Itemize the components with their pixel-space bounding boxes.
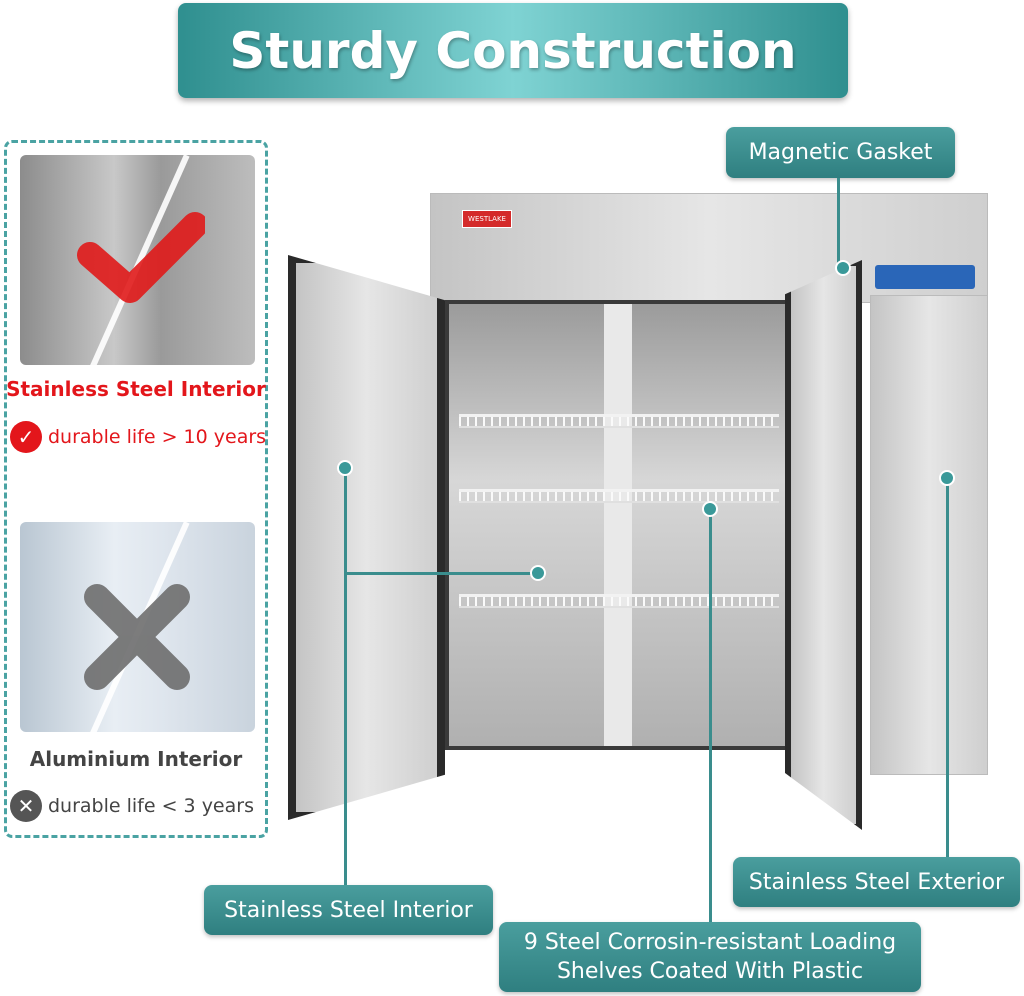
callout-stainless-exterior: Stainless Steel Exterior (733, 857, 1020, 907)
leader-line (344, 572, 538, 575)
marker-dot (702, 501, 718, 517)
leader-line (344, 468, 347, 885)
cross-icon: ✕ (10, 790, 42, 822)
good-durability-text: durable life > 10 years (48, 426, 267, 448)
bad-durability-row: ✕ durable life < 3 years (10, 790, 254, 822)
callout-shelves-line2: Shelves Coated With Plastic (556, 959, 864, 984)
bad-material-label: Aluminium Interior (29, 747, 243, 771)
marker-dot (939, 470, 955, 486)
marker-dot (530, 565, 546, 581)
stainless-interior-photo (20, 155, 255, 365)
left-door (288, 255, 445, 820)
callout-stainless-interior: Stainless Steel Interior (204, 885, 493, 935)
cross-mark-icon (84, 584, 190, 690)
comparison-panel (4, 140, 268, 838)
brand-badge: WESTLAKE (462, 210, 512, 228)
right-cabinet (870, 295, 988, 775)
title-banner: Sturdy Construction (178, 3, 848, 98)
bad-durability-text: durable life < 3 years (48, 795, 254, 817)
callout-shelves: 9 Steel Corrosin-resistant Loading Shelv… (499, 922, 921, 992)
right-door (785, 260, 862, 830)
page-title: Sturdy Construction (229, 21, 797, 80)
check-icon: ✓ (10, 421, 42, 453)
marker-dot (337, 460, 353, 476)
aluminium-interior-photo (20, 522, 255, 732)
leader-line (946, 478, 949, 857)
callout-magnetic-gasket: Magnetic Gasket (726, 127, 955, 178)
interior (445, 300, 790, 750)
good-material-label: Stainless Steel Interior (6, 377, 266, 401)
leader-line (709, 509, 712, 922)
marker-dot (835, 260, 851, 276)
check-mark-icon (77, 212, 205, 303)
callout-shelves-line1: 9 Steel Corrosin-resistant Loading (523, 930, 897, 955)
control-panel (875, 265, 975, 289)
good-durability-row: ✓ durable life > 10 years (10, 421, 266, 453)
leader-line (837, 178, 840, 268)
